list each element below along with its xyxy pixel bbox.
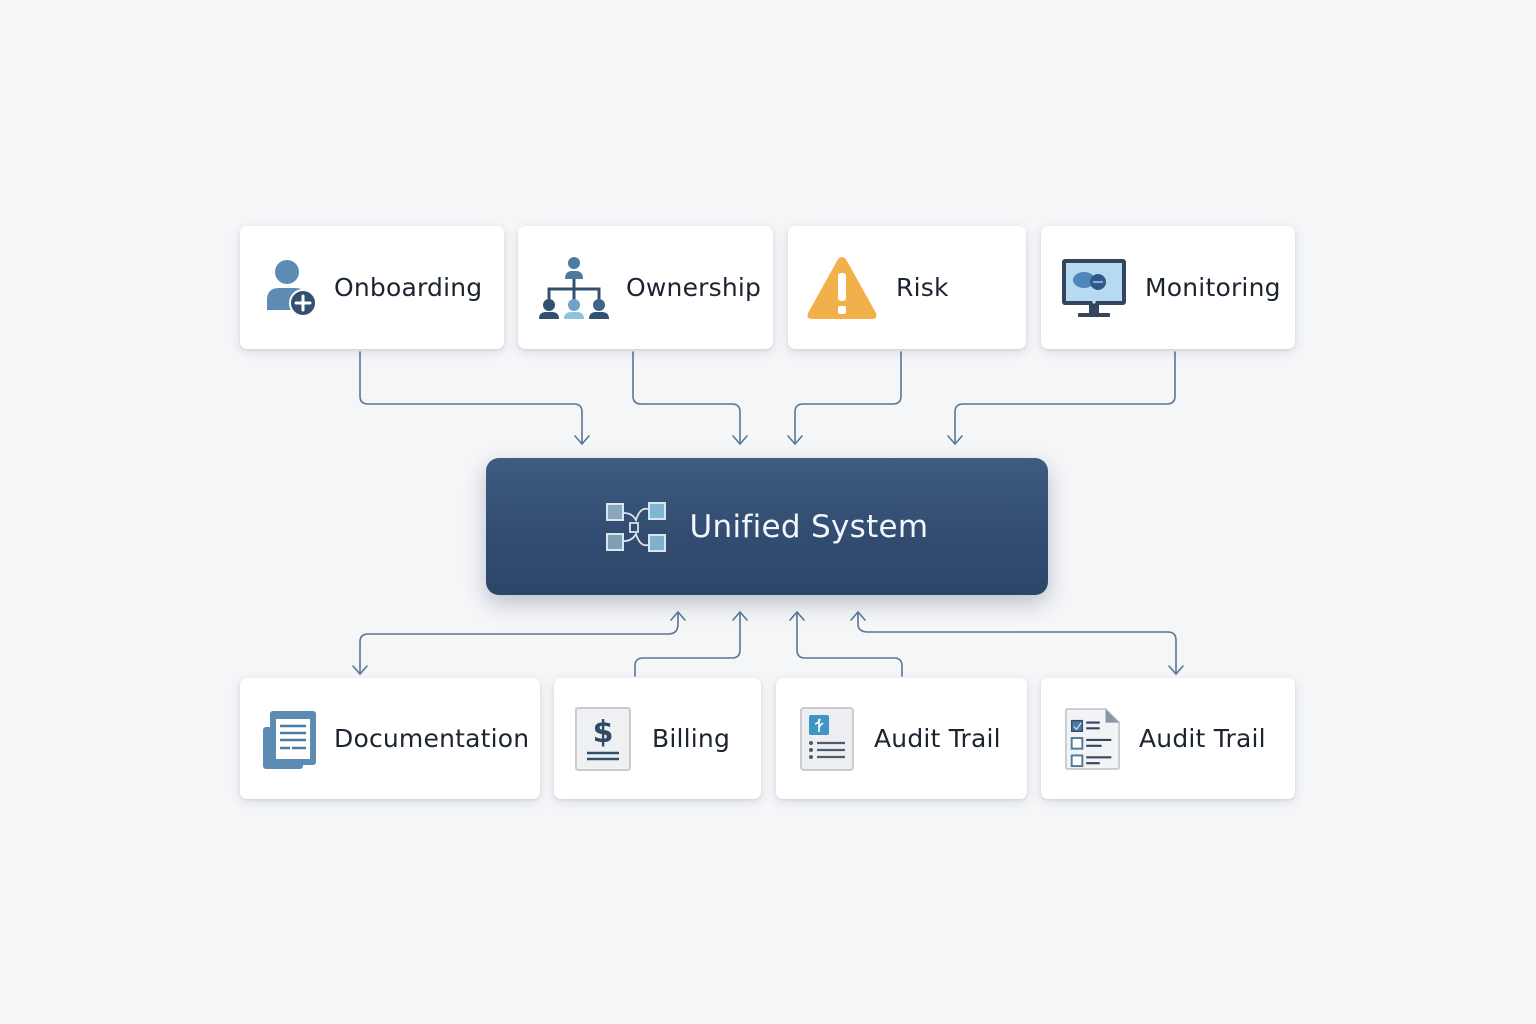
arrowhead	[574, 435, 590, 445]
connector-billing	[634, 611, 741, 677]
hub-label: Unified System	[689, 508, 929, 545]
connector-risk	[794, 351, 902, 445]
connector-monitoring	[954, 351, 1176, 445]
arrowhead	[732, 611, 748, 621]
arrowhead	[732, 435, 748, 445]
documents-icon	[260, 708, 318, 770]
network-nodes-icon	[605, 501, 666, 552]
node-risk[interactable]: Risk	[788, 226, 1026, 349]
warning-triangle-icon	[804, 256, 880, 319]
user-add-icon	[262, 257, 320, 319]
org-chart-icon	[536, 256, 612, 319]
connector-ownership	[632, 351, 741, 445]
node-audit-trail[interactable]: Audit Trail	[776, 678, 1027, 799]
arrowhead	[947, 435, 963, 445]
connector-onboarding	[359, 351, 583, 445]
node-label: Documentation	[334, 724, 530, 753]
node-ownership[interactable]: Ownership	[518, 226, 773, 349]
connector-audit-trail	[796, 611, 903, 677]
node-monitoring[interactable]: Monitoring	[1041, 226, 1295, 349]
arrowhead	[670, 611, 686, 621]
arrowhead	[850, 611, 866, 621]
node-audit-trail-2[interactable]: Audit Trail	[1041, 678, 1295, 799]
arrowhead	[1168, 665, 1184, 675]
monitor-icon	[1059, 257, 1129, 319]
node-documentation[interactable]: Documentation	[240, 678, 540, 799]
node-label: Audit Trail	[1139, 724, 1266, 753]
node-label: Risk	[896, 273, 949, 302]
svg-text:$: $	[593, 715, 614, 750]
checklist-document-icon	[1063, 707, 1121, 770]
arrowhead	[787, 435, 803, 445]
node-label: Audit Trail	[874, 724, 1001, 753]
node-label: Ownership	[626, 273, 762, 302]
node-label: Billing	[652, 724, 731, 753]
node-label: Monitoring	[1145, 273, 1281, 302]
connector-audit-trail-2	[857, 611, 1177, 675]
arrowhead	[789, 611, 805, 621]
node-label: Onboarding	[334, 273, 483, 302]
node-onboarding[interactable]: Onboarding	[240, 226, 504, 349]
node-billing[interactable]: $ Billing	[554, 678, 761, 799]
hub-unified-system[interactable]: Unified System	[486, 458, 1048, 595]
dollar-invoice-icon: $	[574, 706, 632, 771]
audit-document-icon	[798, 706, 856, 771]
arrowhead	[352, 665, 368, 675]
connector-documentation	[359, 611, 679, 675]
